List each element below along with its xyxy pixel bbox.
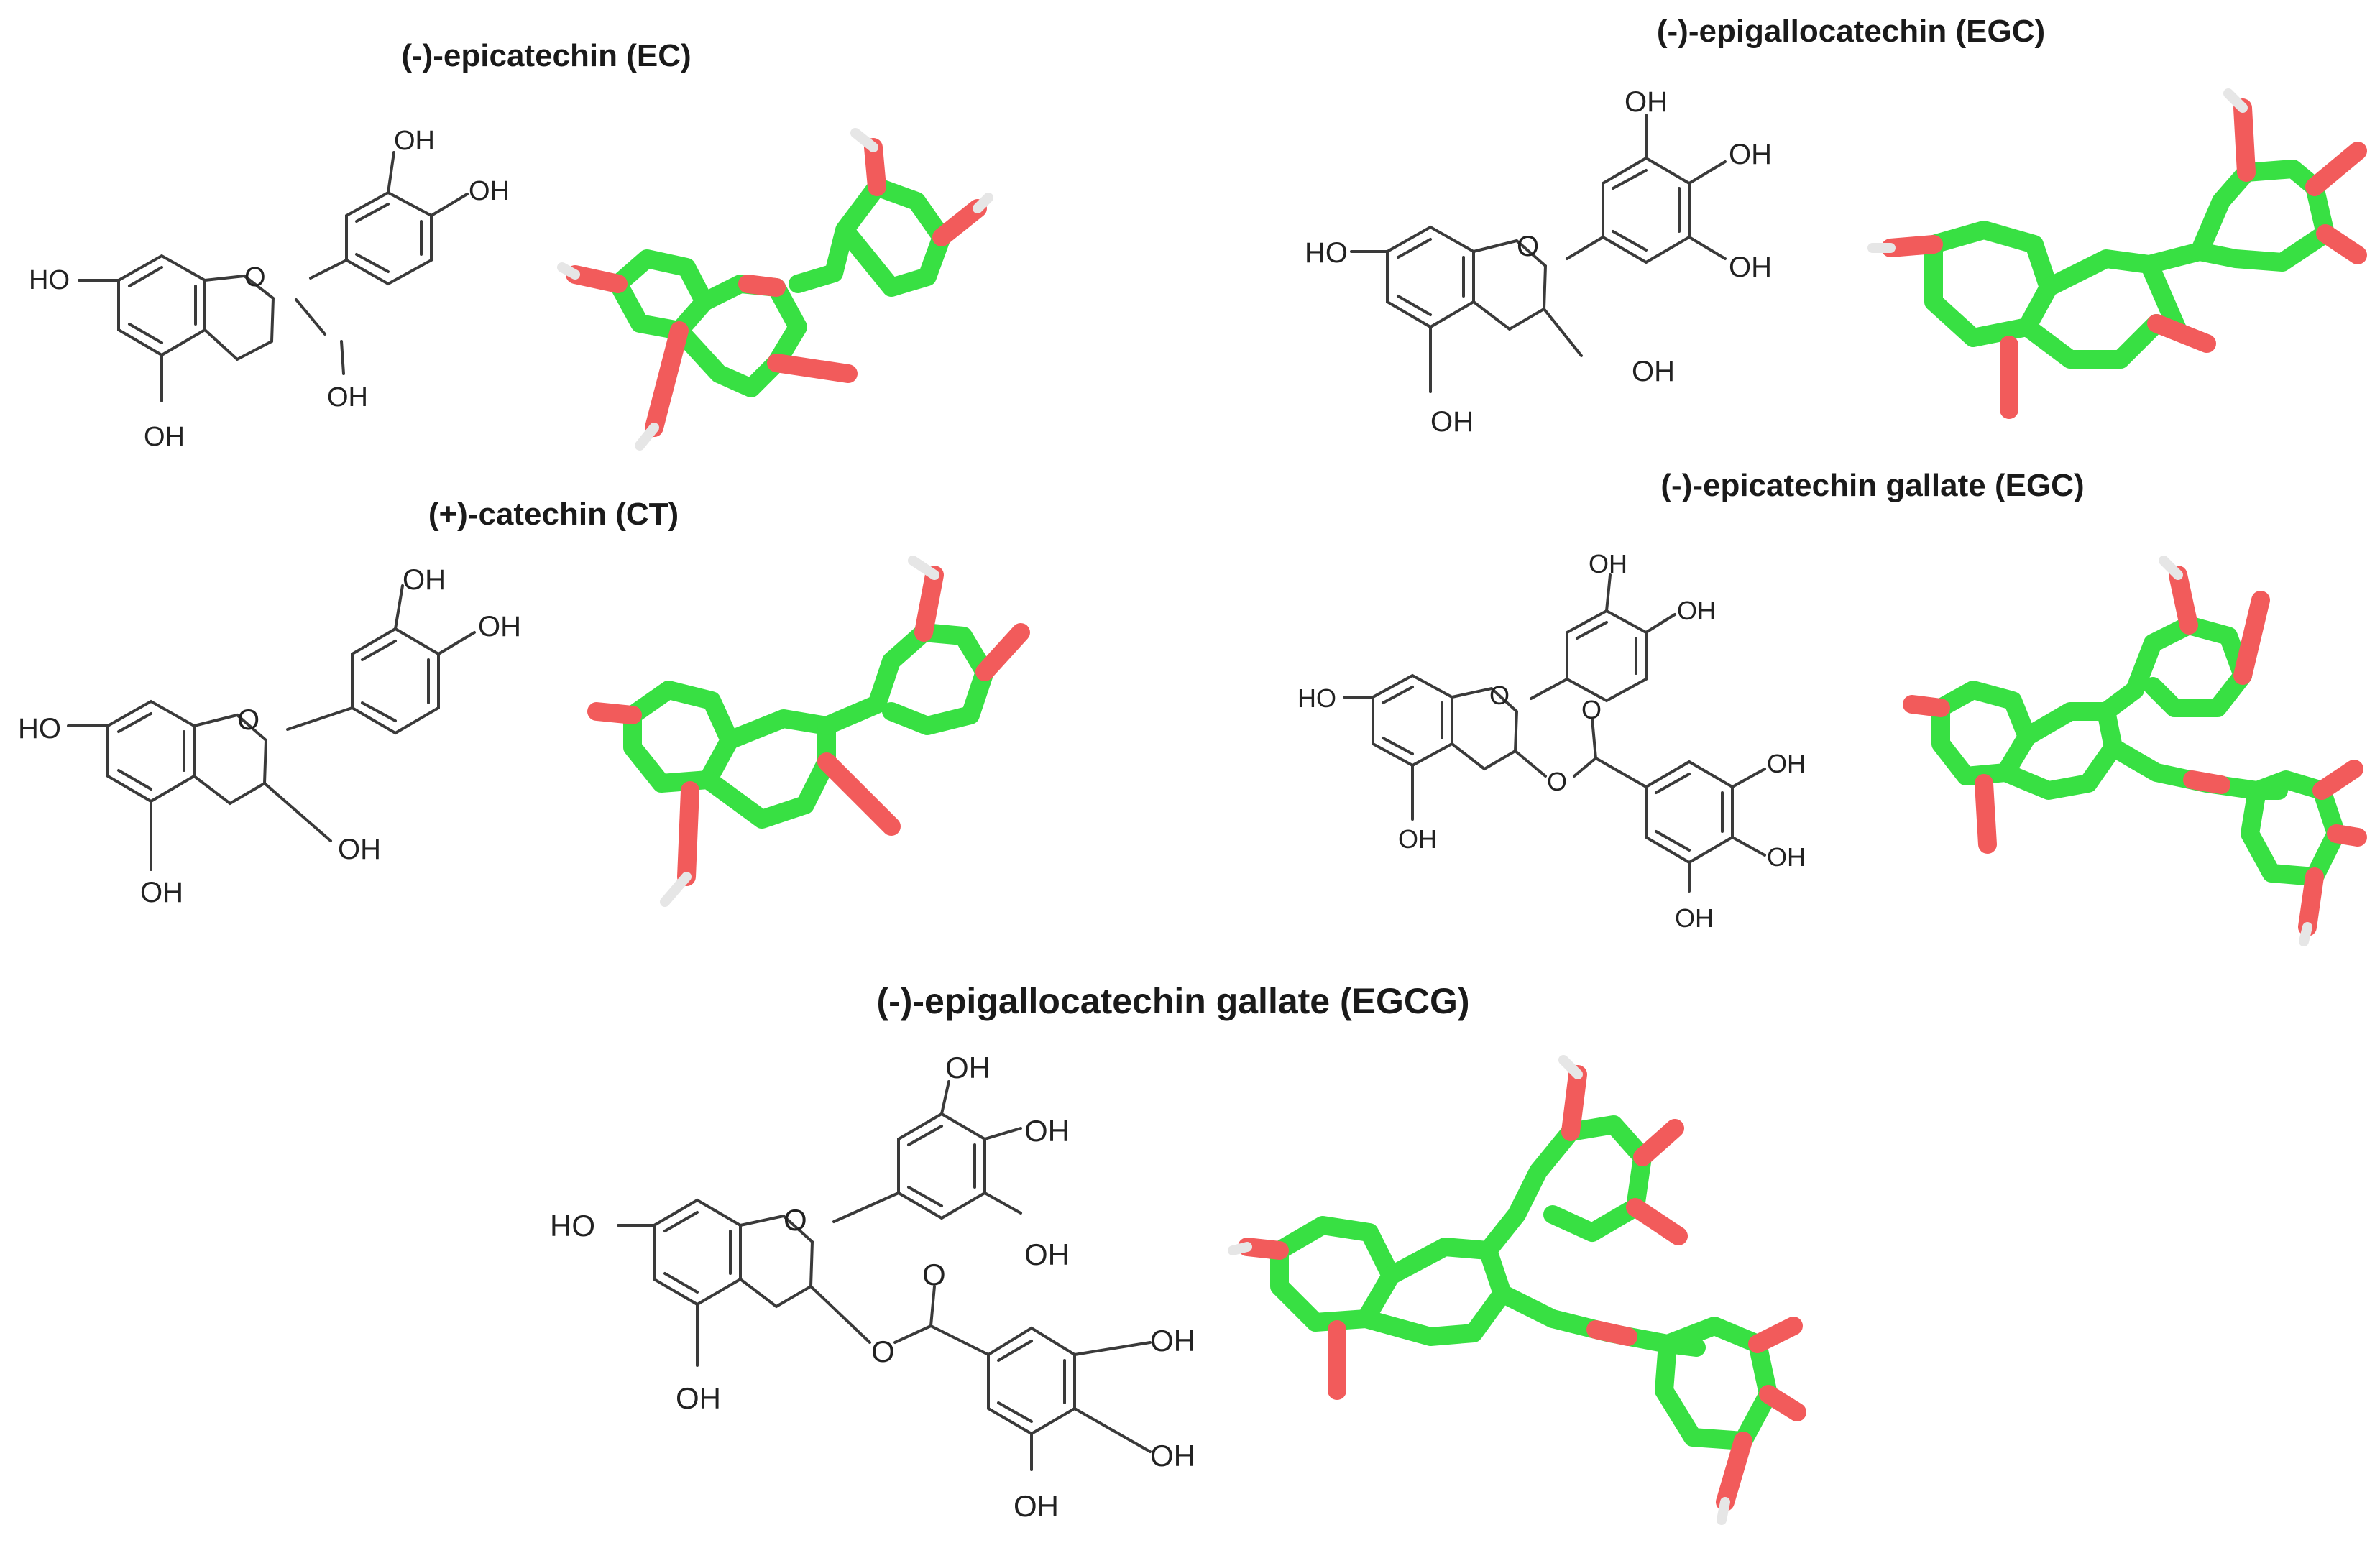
- label-oh: OH: [1675, 903, 1714, 933]
- title-egc: (-)-epigallocatechin (EGC): [1657, 14, 2045, 49]
- label-oh: OH: [1024, 1238, 1070, 1271]
- title-egcg: (-)-epigallocatechin gallate (EGCG): [876, 981, 1469, 1021]
- label-oh: OH: [338, 834, 381, 865]
- title-ec: (-)-epicatechin (EC): [401, 38, 691, 73]
- label-o: O: [237, 704, 259, 736]
- title-ecg: (-)-epicatechin gallate (EGC): [1660, 468, 2084, 503]
- label-oh: OH: [1150, 1439, 1195, 1473]
- stick-model-egc: [1867, 88, 2367, 419]
- skeletal-structure-egcg: O O O OH OH OH HO OH OH OH OH: [550, 1051, 1195, 1523]
- label-oh: OH: [140, 877, 183, 908]
- label-oh: OH: [394, 126, 435, 156]
- label-ho: HO: [550, 1209, 595, 1243]
- label-o: O: [244, 262, 266, 292]
- label-ho: HO: [1297, 683, 1336, 713]
- label-o: O: [1547, 767, 1567, 796]
- label-oh: OH: [1430, 406, 1474, 438]
- skeletal-structure-ct: O OH OH HO OH OH: [18, 564, 521, 908]
- label-oh: OH: [1767, 842, 1806, 872]
- label-o: O: [1581, 695, 1602, 724]
- label-oh: OH: [1632, 356, 1675, 387]
- stick-model-ec: [557, 128, 993, 451]
- label-o: O: [1489, 681, 1510, 710]
- label-oh: OH: [144, 422, 185, 452]
- label-oh: OH: [1625, 86, 1668, 118]
- label-oh: OH: [1729, 139, 1772, 170]
- label-oh: OH: [478, 611, 521, 642]
- skeletal-structure-ecg: O O O OH OH HO OH OH OH OH: [1297, 549, 1806, 933]
- label-oh: OH: [403, 564, 446, 596]
- stick-model-egcg: [1228, 1055, 1806, 1525]
- label-ho: HO: [18, 713, 61, 745]
- stick-model-ecg: [1903, 556, 2367, 946]
- label-ho: HO: [1305, 237, 1348, 269]
- label-oh: OH: [676, 1381, 721, 1415]
- label-oh: OH: [469, 176, 510, 206]
- skeletal-structure-egc: O OH OH OH HO OH OH: [1305, 86, 1772, 438]
- label-ho: HO: [29, 265, 70, 295]
- label-oh: OH: [945, 1051, 991, 1084]
- label-oh: OH: [1150, 1324, 1195, 1358]
- label-o: O: [922, 1258, 946, 1291]
- label-oh: OH: [1767, 749, 1806, 778]
- label-oh: OH: [1677, 596, 1716, 625]
- label-oh: OH: [1729, 252, 1772, 283]
- title-ct: (+)-catechin (CT): [428, 497, 679, 532]
- label-o: O: [871, 1335, 895, 1368]
- stick-model-ct: [587, 556, 1030, 907]
- skeletal-structure-ec: O OH OH HO OH OH: [29, 126, 510, 452]
- label-oh: OH: [1024, 1114, 1070, 1148]
- label-oh: OH: [1014, 1489, 1059, 1523]
- label-o: O: [1517, 231, 1539, 262]
- label-oh: OH: [327, 382, 368, 413]
- label-oh: OH: [1589, 549, 1627, 579]
- label-o: O: [784, 1203, 807, 1237]
- label-oh: OH: [1398, 824, 1437, 854]
